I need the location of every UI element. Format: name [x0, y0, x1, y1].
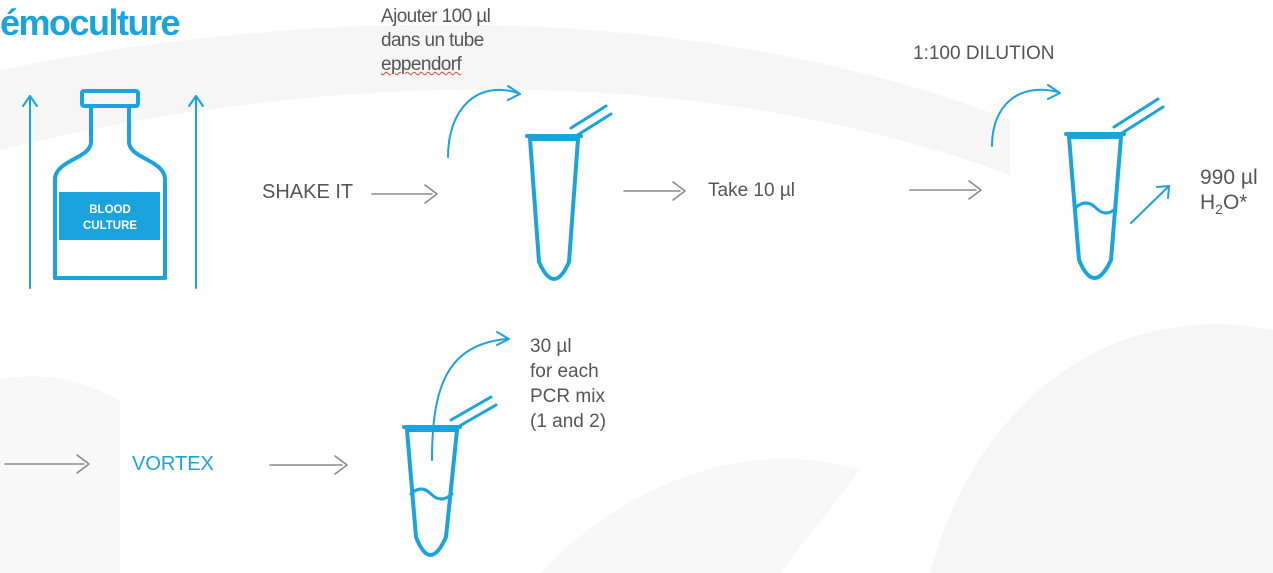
- step-final-line: for each: [530, 361, 599, 382]
- step-water-formula: H2O*: [1200, 191, 1248, 218]
- arrow-to-vortex-icon: [4, 454, 90, 474]
- step-dilution-label: 1:100 DILUTION: [913, 43, 1055, 64]
- step-final-line: 30 µl: [530, 336, 572, 357]
- arrow-shake-to-add-icon: [371, 184, 438, 204]
- blood-culture-bottle-icon: [53, 89, 167, 280]
- step-water-volume: 990 µl: [1200, 166, 1258, 189]
- step-water-label: 990 µl H2O*: [1200, 165, 1258, 218]
- step-add-line: Ajouter 100 µl: [381, 6, 491, 27]
- page-title: émoculture: [0, 2, 181, 43]
- up-arrow-right-icon: [188, 95, 204, 289]
- eppendorf-tube-final-icon: [402, 395, 498, 557]
- diagonal-arrow-water-icon: [1130, 185, 1170, 224]
- arrow-tube-to-take-icon: [623, 181, 686, 201]
- bottle-label: BLOOD CULTURE: [64, 203, 156, 234]
- step-add-line: eppendorf: [381, 54, 462, 75]
- curved-arrow-add-icon: [447, 85, 521, 158]
- eppendorf-tube-dilution-icon: [1064, 97, 1165, 280]
- bottle-label-line: BLOOD: [89, 204, 131, 216]
- step-shake-label: SHAKE IT: [262, 181, 354, 203]
- step-final-line: (1 and 2): [530, 411, 607, 432]
- eppendorf-tube-empty-icon: [525, 104, 613, 281]
- arrow-vortex-to-tube-icon: [269, 455, 348, 475]
- step-final-label: 30 µl for each PCR mix (1 and 2): [530, 334, 606, 434]
- step-add-label: Ajouter 100 µl dans un tube eppendorf: [381, 5, 491, 77]
- step-final-line: PCR mix: [530, 386, 605, 407]
- up-arrow-left-icon: [22, 95, 38, 289]
- bottle-label-line: CULTURE: [82, 219, 138, 232]
- curved-arrow-pipette-icon: [431, 331, 510, 461]
- step-vortex-label: VORTEX: [132, 453, 214, 475]
- step-add-line: dans un tube: [381, 30, 484, 51]
- arrow-take-to-dilution-icon: [909, 180, 982, 200]
- curved-arrow-dilution-icon: [991, 84, 1061, 147]
- step-take-label: Take 10 µl: [708, 180, 795, 201]
